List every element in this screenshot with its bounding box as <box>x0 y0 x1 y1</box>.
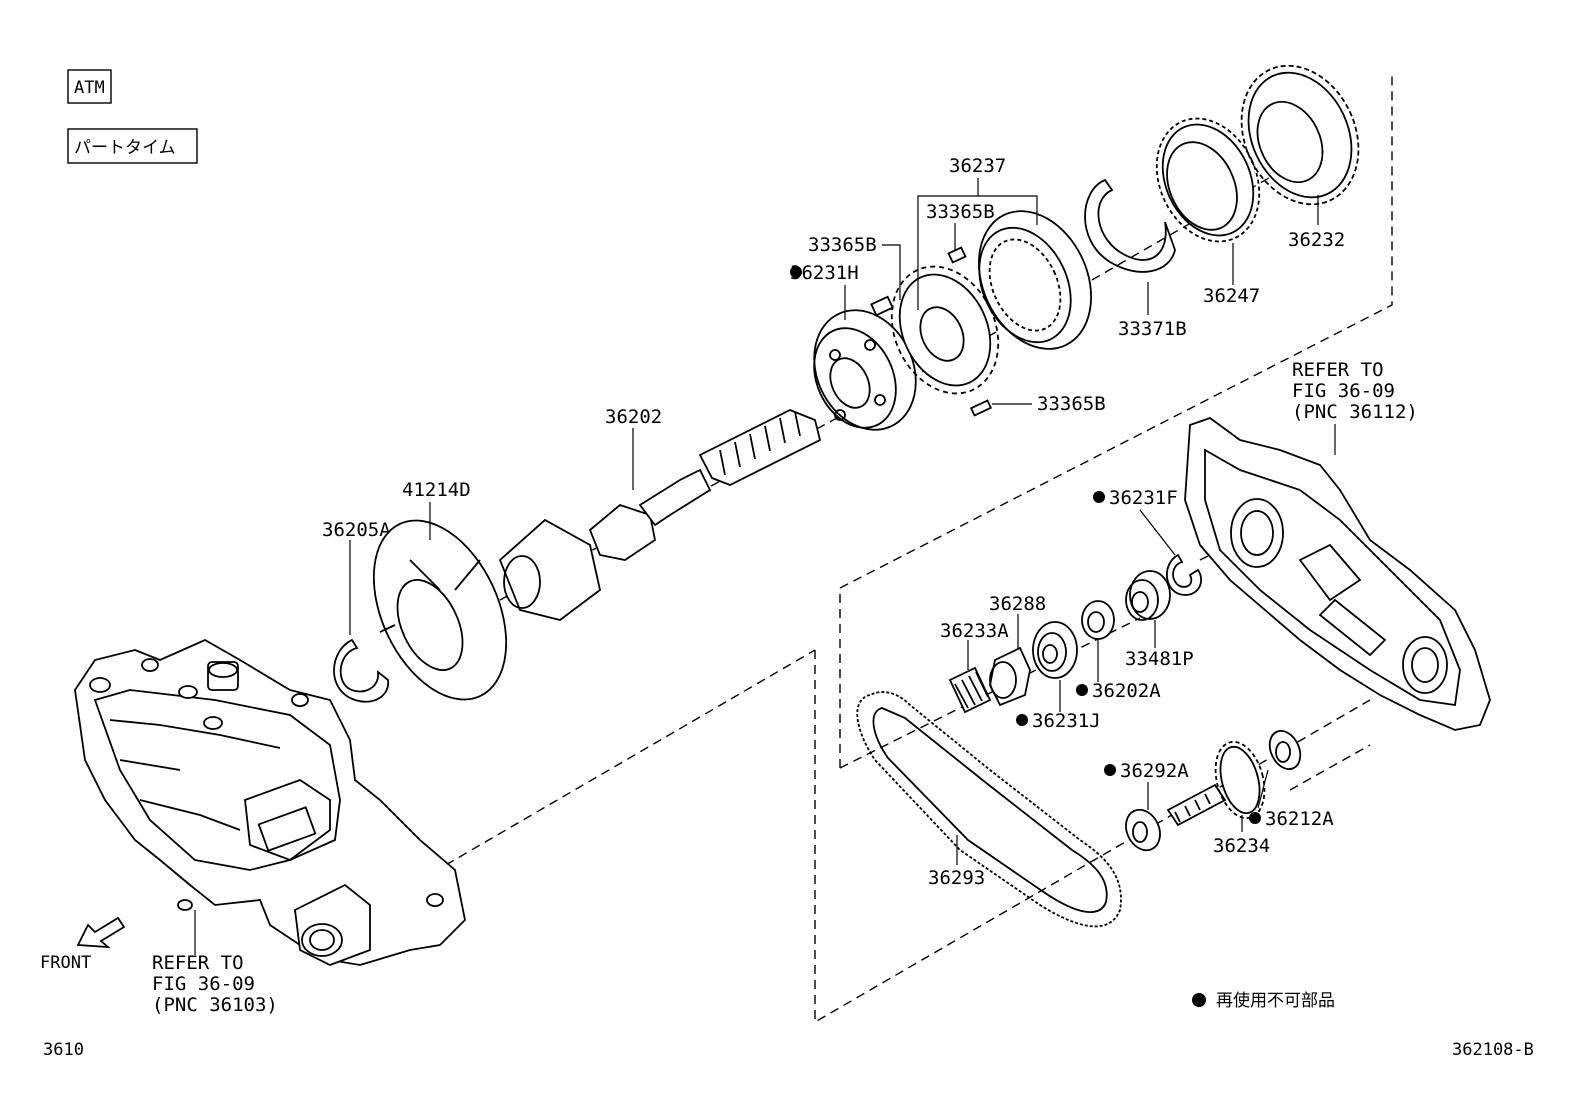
part-36212A-bearing <box>1268 730 1302 770</box>
label-36202: 36202 <box>605 406 662 428</box>
part-36231J-bearing <box>1032 621 1078 679</box>
part-36231H-bearing <box>813 309 917 431</box>
label-33365B-left: 33365B <box>808 234 877 256</box>
label-33371B: 33371B <box>1118 318 1187 340</box>
part-33481P-bushing <box>1125 570 1171 621</box>
legend-bullet-icon <box>1192 993 1206 1007</box>
part-36234-driven-gear <box>1166 740 1266 827</box>
refer-left-line2: FIG 36-09 <box>152 973 255 995</box>
figure-code: 362108-B <box>1452 1040 1534 1060</box>
group-boundary-upper <box>839 76 1393 768</box>
non-reusable-marker-36212A <box>1249 812 1261 824</box>
refer-left-line1: REFER TO <box>152 952 244 974</box>
atm-tag: ATM <box>67 69 112 104</box>
non-reusable-marker-36231H <box>790 266 802 278</box>
part-36205A-snap-ring <box>333 638 389 703</box>
label-36202A: 36202A <box>1092 680 1161 702</box>
front-label: FRONT <box>40 953 91 973</box>
non-reusable-marker-36231J <box>1016 714 1028 726</box>
label-36247: 36247 <box>1203 285 1260 307</box>
refer-right-line3: (PNC 36112) <box>1292 401 1418 423</box>
part-33371B-snap-ring <box>1084 178 1176 273</box>
part-36233A-needle-bearing <box>948 666 992 714</box>
label-36231J: 36231J <box>1032 710 1101 732</box>
refer-right-line2: FIG 36-09 <box>1292 380 1395 402</box>
page-code: 3610 <box>43 1040 84 1060</box>
part-36237-sleeve <box>978 210 1092 350</box>
part-33365B-key-bottom <box>969 399 993 417</box>
legend-note: 再使用不可部品 <box>1216 990 1335 1011</box>
label-36292A: 36292A <box>1120 760 1189 782</box>
part-36293-chain <box>856 691 1122 928</box>
non-reusable-marker-36202A <box>1076 684 1088 696</box>
leader-36231F <box>1139 509 1176 556</box>
label-36231F: 36231F <box>1109 487 1178 509</box>
label-36233A: 36233A <box>940 620 1009 642</box>
transfer-case-front <box>74 638 466 966</box>
non-reusable-marker-36292A <box>1104 764 1116 776</box>
front-arrow-icon <box>76 916 126 949</box>
group-boundary-lower <box>814 650 1371 1024</box>
refer-right-line1: REFER TO <box>1292 359 1384 381</box>
axis-line-main <box>419 649 816 881</box>
label-36288: 36288 <box>989 593 1046 615</box>
part-36202A-washer <box>1081 600 1115 640</box>
part-36247-synchro-ring <box>1155 117 1261 243</box>
part-36202-shaft <box>498 409 822 621</box>
label-36293: 36293 <box>928 867 985 889</box>
parttime-tag: パートタイム <box>67 128 198 164</box>
part-33365B-key-top <box>947 246 967 264</box>
label-33365B-top: 33365B <box>926 201 995 223</box>
transfer-case-rear <box>1184 416 1491 731</box>
part-36231F-snap-ring <box>1166 553 1202 596</box>
part-33365B-key-left <box>870 295 894 317</box>
label-41214D: 41214D <box>402 479 471 501</box>
label-36212A: 36212A <box>1265 808 1334 830</box>
label-36231H: 36231H <box>790 262 859 284</box>
part-36288-spacer <box>989 646 1031 707</box>
part-36232-gear <box>1240 64 1360 206</box>
part-36292A-bearing <box>1125 808 1161 852</box>
leader-36212A <box>1257 769 1269 809</box>
label-36234: 36234 <box>1213 835 1270 857</box>
label-36237: 36237 <box>949 155 1006 177</box>
label-33481P: 33481P <box>1125 648 1194 670</box>
refer-left-line3: (PNC 36103) <box>152 994 278 1016</box>
label-36205A: 36205A <box>322 519 391 541</box>
leader-33365B-left <box>882 244 901 300</box>
label-36232: 36232 <box>1288 229 1345 251</box>
group-boundary-right <box>839 617 1141 769</box>
atm-tag-text: ATM <box>74 78 105 98</box>
parttime-tag-text: パートタイム <box>74 138 176 158</box>
part-41214D-plate <box>372 519 508 701</box>
label-33365B-bottom: 33365B <box>1037 393 1106 415</box>
non-reusable-marker-36231F <box>1093 491 1105 503</box>
